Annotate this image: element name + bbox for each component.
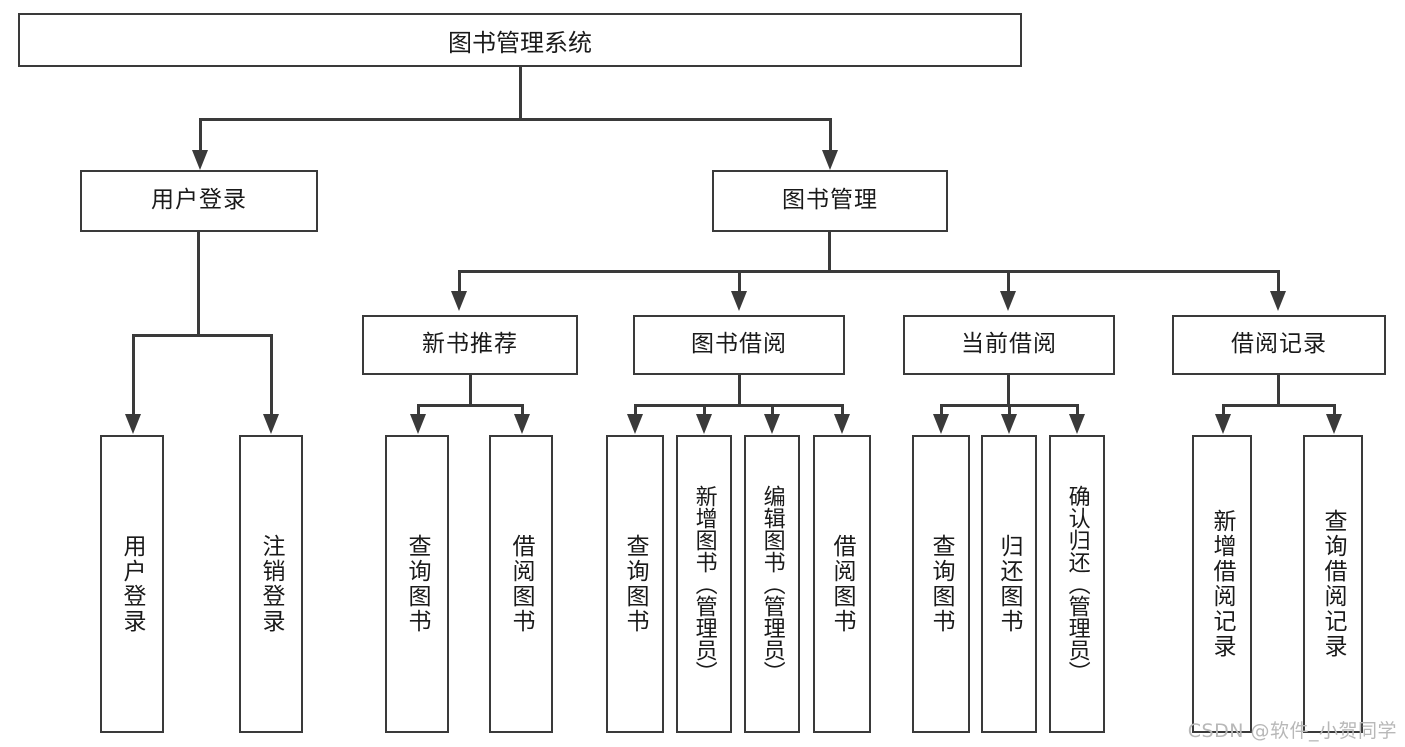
arrow-cb-to-leaf-1 bbox=[1001, 414, 1017, 434]
node-root-book-management-system[interactable]: 图书管理系统 bbox=[18, 13, 1022, 67]
connector-br-stem bbox=[1277, 375, 1280, 406]
node-label: 当前借阅 bbox=[961, 331, 1057, 358]
arrow-user-login-to-leaf-0 bbox=[125, 414, 141, 434]
leaf-label: 借阅图书 bbox=[507, 534, 534, 634]
connector-bm-to-l3-1 bbox=[738, 270, 741, 292]
connector-nbr-bus bbox=[417, 404, 523, 407]
leaf-book-borrow-1[interactable]: 新增图书（管理员） bbox=[676, 435, 732, 733]
connector-root-bus bbox=[199, 118, 831, 121]
connector-root-to-book-management bbox=[829, 118, 832, 152]
leaf-user-login-0[interactable]: 用户登录 bbox=[100, 435, 164, 733]
connector-user-login-to-leaf-0 bbox=[132, 334, 135, 416]
leaf-new-book-recommend-1[interactable]: 借阅图书 bbox=[489, 435, 553, 733]
leaf-label: 新增借阅记录 bbox=[1208, 509, 1235, 659]
leaf-current-borrow-2[interactable]: 确认归还（管理员） bbox=[1049, 435, 1105, 733]
leaf-label: 查询图书 bbox=[927, 534, 954, 634]
connector-bb-to-leaf-1 bbox=[703, 404, 706, 416]
node-current-borrow[interactable]: 当前借阅 bbox=[903, 315, 1115, 375]
connector-cb-to-leaf-1 bbox=[1008, 404, 1011, 416]
arrow-bm-to-new-book-recommend bbox=[451, 291, 467, 311]
leaf-book-borrow-2[interactable]: 编辑图书（管理员） bbox=[744, 435, 800, 733]
leaf-label: 查询图书 bbox=[621, 534, 648, 634]
arrow-nbr-to-leaf-1 bbox=[514, 414, 530, 434]
arrow-nbr-to-leaf-0 bbox=[410, 414, 426, 434]
node-book-borrow[interactable]: 图书借阅 bbox=[633, 315, 845, 375]
connector-bb-to-leaf-2 bbox=[771, 404, 774, 416]
leaf-label: 新增图书（管理员） bbox=[691, 485, 717, 683]
connector-bm-to-l3-0 bbox=[458, 270, 461, 292]
leaf-book-borrow-3[interactable]: 借阅图书 bbox=[813, 435, 871, 733]
connector-nbr-to-leaf-1 bbox=[521, 404, 524, 416]
connector-user-login-to-leaf-1 bbox=[270, 334, 273, 416]
connector-book-management-bus bbox=[458, 270, 1279, 273]
connector-user-login-bus bbox=[132, 334, 272, 337]
node-borrow-record[interactable]: 借阅记录 bbox=[1172, 315, 1386, 375]
node-book-management[interactable]: 图书管理 bbox=[712, 170, 948, 232]
node-label: 用户登录 bbox=[151, 187, 247, 214]
connector-root-stem bbox=[519, 67, 522, 119]
leaf-current-borrow-0[interactable]: 查询图书 bbox=[912, 435, 970, 733]
connector-cb-to-leaf-0 bbox=[940, 404, 943, 416]
leaf-label: 归还图书 bbox=[995, 534, 1022, 634]
node-label: 图书管理 bbox=[782, 187, 878, 214]
connector-nbr-stem bbox=[469, 375, 472, 406]
leaf-new-book-recommend-0[interactable]: 查询图书 bbox=[385, 435, 449, 733]
arrow-root-to-book-management bbox=[822, 150, 838, 170]
arrow-br-to-leaf-1 bbox=[1326, 414, 1342, 434]
arrow-user-login-to-leaf-1 bbox=[263, 414, 279, 434]
connector-bb-stem bbox=[738, 375, 741, 406]
leaf-label: 借阅图书 bbox=[828, 534, 855, 634]
leaf-label: 注销登录 bbox=[257, 534, 284, 634]
connector-cb-to-leaf-2 bbox=[1076, 404, 1079, 416]
connector-book-management-stem bbox=[828, 232, 831, 272]
connector-cb-stem bbox=[1007, 375, 1010, 406]
leaf-borrow-record-1[interactable]: 查询借阅记录 bbox=[1303, 435, 1363, 733]
node-user-login[interactable]: 用户登录 bbox=[80, 170, 318, 232]
connector-bb-bus bbox=[634, 404, 843, 407]
arrow-root-to-user-login bbox=[192, 150, 208, 170]
arrow-bm-to-borrow-record bbox=[1270, 291, 1286, 311]
node-label: 新书推荐 bbox=[422, 331, 518, 358]
leaf-label: 编辑图书（管理员） bbox=[759, 485, 785, 683]
connector-bb-to-leaf-3 bbox=[841, 404, 844, 416]
arrow-bm-to-current-borrow bbox=[1000, 291, 1016, 311]
arrow-bm-to-book-borrow bbox=[731, 291, 747, 311]
connector-br-to-leaf-0 bbox=[1222, 404, 1225, 416]
watermark-text: CSDN @软件_小贺同学 bbox=[1187, 720, 1397, 742]
arrow-bb-to-leaf-0 bbox=[627, 414, 643, 434]
leaf-label: 查询借阅记录 bbox=[1319, 509, 1346, 659]
connector-bb-to-leaf-0 bbox=[634, 404, 637, 416]
node-label: 图书借阅 bbox=[691, 331, 787, 358]
node-new-book-recommend[interactable]: 新书推荐 bbox=[362, 315, 578, 375]
node-label: 借阅记录 bbox=[1231, 331, 1327, 358]
arrow-br-to-leaf-0 bbox=[1215, 414, 1231, 434]
connector-br-bus bbox=[1222, 404, 1335, 407]
connector-bm-to-l3-2 bbox=[1007, 270, 1010, 292]
leaf-current-borrow-1[interactable]: 归还图书 bbox=[981, 435, 1037, 733]
leaf-borrow-record-0[interactable]: 新增借阅记录 bbox=[1192, 435, 1252, 733]
leaf-label: 查询图书 bbox=[403, 534, 430, 634]
connector-bm-to-l3-3 bbox=[1277, 270, 1280, 292]
arrow-bb-to-leaf-3 bbox=[834, 414, 850, 434]
arrow-cb-to-leaf-2 bbox=[1069, 414, 1085, 434]
connector-root-to-user-login bbox=[199, 118, 202, 152]
leaf-label: 确认归还（管理员） bbox=[1064, 485, 1090, 683]
leaf-book-borrow-0[interactable]: 查询图书 bbox=[606, 435, 664, 733]
leaf-user-login-1[interactable]: 注销登录 bbox=[239, 435, 303, 733]
leaf-label: 用户登录 bbox=[118, 534, 145, 634]
arrow-cb-to-leaf-0 bbox=[933, 414, 949, 434]
connector-user-login-stem bbox=[197, 232, 200, 336]
arrow-bb-to-leaf-2 bbox=[764, 414, 780, 434]
connector-br-to-leaf-1 bbox=[1333, 404, 1336, 416]
node-label: 图书管理系统 bbox=[448, 28, 592, 57]
connector-nbr-to-leaf-0 bbox=[417, 404, 420, 416]
arrow-bb-to-leaf-1 bbox=[696, 414, 712, 434]
